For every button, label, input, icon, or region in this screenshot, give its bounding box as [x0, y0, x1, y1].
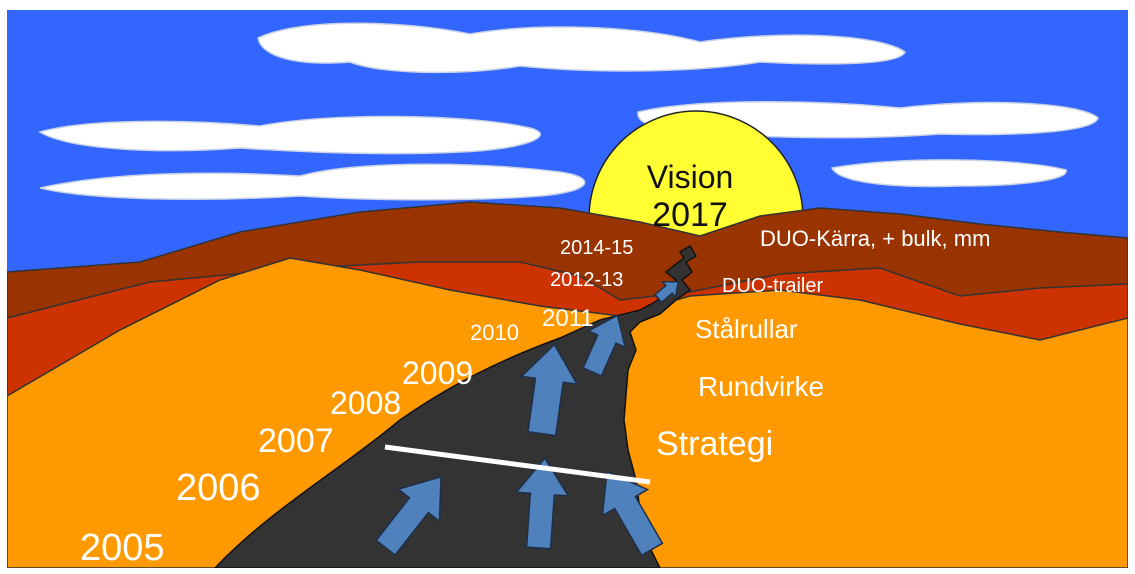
- year-2011: 2011: [542, 305, 594, 332]
- year-2014-15: 2014-15: [560, 237, 633, 259]
- arrow-top-small: [654, 280, 680, 304]
- cloud-lower-right: [830, 159, 1067, 188]
- label-stalrullar: Stålrullar: [695, 314, 798, 344]
- vision-year: 2017: [652, 196, 728, 234]
- year-2009: 2009: [402, 355, 473, 391]
- strategy-line: [384, 444, 651, 485]
- vision-label: Vision: [647, 159, 734, 195]
- year-2005: 2005: [80, 527, 165, 569]
- cloud-top: [257, 22, 906, 74]
- year-2012-13: 2012-13: [550, 269, 623, 291]
- year-2006: 2006: [176, 467, 261, 509]
- arrow-middle: [519, 343, 579, 437]
- label-strategi: Strategi: [656, 425, 773, 463]
- arrow-bottom-left: [375, 475, 442, 557]
- milestone-arrows: [375, 280, 680, 557]
- label-duo-trailer: DUO-trailer: [722, 275, 823, 297]
- arrow-upper: [582, 314, 627, 377]
- label-duo-karra: DUO-Kärra, + bulk, mm: [760, 226, 990, 251]
- cloud-center: [39, 163, 586, 201]
- arrow-bottom-center: [514, 456, 570, 550]
- arrow-bottom-right: [601, 470, 664, 557]
- clouds: [38, 22, 1099, 201]
- road: [213, 244, 698, 568]
- year-2010: 2010: [470, 320, 519, 345]
- cloud-left: [38, 115, 541, 155]
- label-rundvirke: Rundvirke: [698, 371, 824, 402]
- year-2007: 2007: [258, 422, 334, 460]
- year-2008: 2008: [330, 385, 401, 421]
